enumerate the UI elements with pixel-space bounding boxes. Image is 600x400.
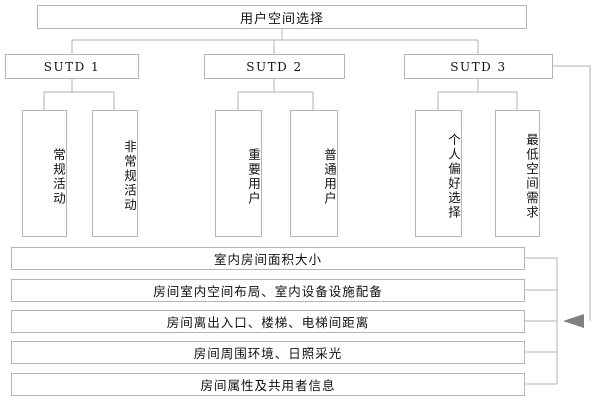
attribute-row-area-size-label: 室内房间面积大小 — [213, 252, 322, 267]
node-ordinary-user-label: 普通用户 — [322, 147, 337, 206]
node-regular-activity-label: 常规活动 — [51, 147, 66, 206]
attribute-row-distance-access[interactable]: 房间离出入口、楼梯、电梯间距离 — [11, 310, 525, 333]
attribute-row-layout-equipment[interactable]: 房间室内空间布局、室内设备设施配备 — [11, 279, 525, 302]
feedback-arrowhead — [563, 314, 584, 328]
node-root-label: 用户空间选择 — [239, 11, 324, 27]
node-irregular-activity-label: 非常规活动 — [122, 140, 137, 213]
node-important-user[interactable]: 重要用户 — [215, 110, 262, 237]
node-sutd-1[interactable]: SUTD 1 — [5, 54, 139, 79]
node-personal-preference-label: 个人偏好选择 — [446, 133, 461, 220]
node-irregular-activity[interactable]: 非常规活动 — [92, 110, 138, 237]
wire-feedback-path — [553, 65, 591, 321]
node-sutd-3-label: SUTD 3 — [450, 59, 507, 74]
attribute-row-layout-equipment-label: 房间室内空间布局、室内设备设施配备 — [153, 284, 383, 299]
node-minimum-space-need[interactable]: 最低空间需求 — [495, 110, 540, 237]
node-ordinary-user[interactable]: 普通用户 — [290, 110, 338, 237]
attribute-row-distance-access-label: 房间离出入口、楼梯、电梯间距离 — [166, 315, 370, 330]
node-important-user-label: 重要用户 — [246, 147, 261, 206]
attribute-row-environment-daylight[interactable]: 房间周围环境、日照采光 — [11, 341, 525, 364]
attribute-row-environment-daylight-label: 房间周围环境、日照采光 — [193, 346, 343, 361]
attribute-row-area-size[interactable]: 室内房间面积大小 — [11, 247, 525, 270]
node-sutd-2-label: SUTD 2 — [246, 59, 303, 74]
attribute-row-room-attributes[interactable]: 房间属性及共用者信息 — [11, 373, 525, 396]
attribute-row-room-attributes-label: 房间属性及共用者信息 — [200, 378, 336, 393]
node-regular-activity[interactable]: 常规活动 — [22, 110, 67, 237]
node-minimum-space-need-label: 最低空间需求 — [524, 133, 539, 220]
node-root[interactable]: 用户空间选择 — [37, 5, 527, 29]
node-sutd-3[interactable]: SUTD 3 — [404, 54, 553, 79]
node-personal-preference[interactable]: 个人偏好选择 — [415, 110, 462, 237]
node-sutd-1-label: SUTD 1 — [43, 59, 101, 74]
node-sutd-2[interactable]: SUTD 2 — [204, 54, 345, 79]
